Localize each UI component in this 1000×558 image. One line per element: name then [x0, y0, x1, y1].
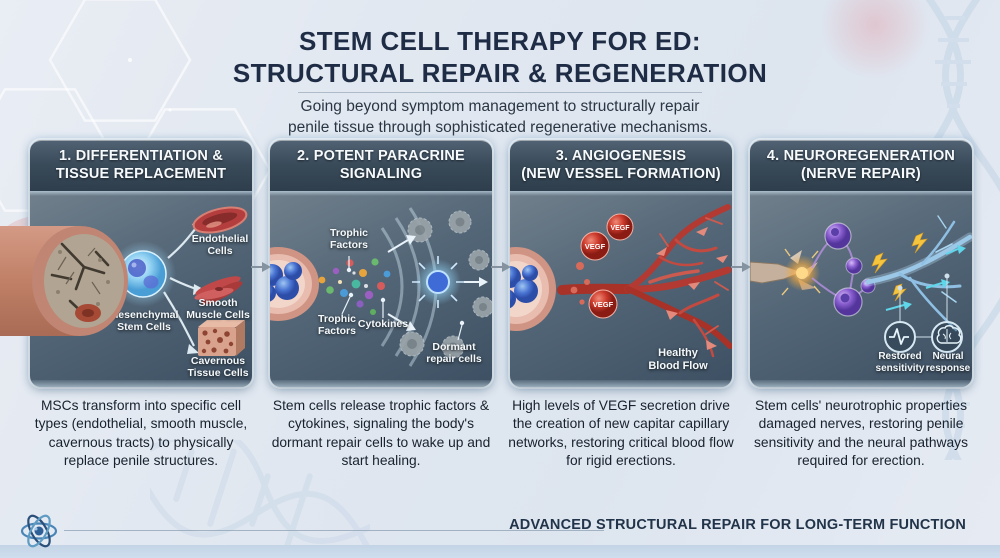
- vegf-text: VEGF: [610, 225, 630, 232]
- page-subtitle: Going beyond symptom management to struc…: [288, 98, 712, 136]
- description-neuroregeneration: Stem cells' neurotrophic properties dama…: [754, 398, 968, 469]
- panel-paracrine-title: 2. POTENT PARACRINE SIGNALING: [270, 140, 492, 191]
- panel-angiogenesis-title: 3. ANGIOGENESIS (NEW VESSEL FORMATION): [510, 140, 732, 191]
- brain-icon: [931, 321, 963, 353]
- signal-arrows: [387, 235, 488, 331]
- flow-arrow-icon: [491, 262, 511, 272]
- vessel-graphic: [510, 247, 556, 331]
- panel-differentiation-title: 1. DIFFERENTIATION & TISSUE REPLACEMENT: [30, 140, 252, 191]
- smooth-muscle-graphic: [194, 276, 243, 305]
- label-cytokines: Cytokines: [357, 318, 409, 330]
- activated-cell-graphic: [412, 256, 464, 308]
- paracrine-scene: [270, 207, 492, 367]
- page-title: STEM CELL THERAPY FOR ED: STRUCTURAL REP…: [232, 26, 768, 88]
- bottom-strip: [0, 545, 1000, 558]
- label-smooth-muscle-cells: Smooth Muscle Cells: [186, 297, 250, 322]
- panel-neuroregeneration: 4. NEUROREGENERATION (NERVE REPAIR): [750, 140, 972, 387]
- label-restored-sensitivity: Restored sensitivity: [875, 351, 925, 374]
- particle-spray: [318, 258, 391, 315]
- footer-tagline: ADVANCED STRUCTURAL REPAIR FOR LONG-TERM…: [509, 517, 966, 533]
- regenerating-cells-graphic: [811, 222, 876, 317]
- panel-differentiation: 1. DIFFERENTIATION & TISSUE REPLACEMENT: [30, 140, 252, 387]
- description-differentiation: MSCs transform into specific cell types …: [34, 398, 248, 469]
- label-cavernous-tissue-cells: Cavernous Tissue Cells: [187, 355, 249, 380]
- vegf-text: VEGF: [585, 242, 606, 251]
- footer-divider-line: [64, 530, 604, 531]
- panel-differentiation-illustration: Mesenchymal Stem Cells Endothelial Cells…: [30, 191, 252, 387]
- panel-neuroregeneration-title: 4. NEUROREGENERATION (NERVE REPAIR): [750, 140, 972, 191]
- label-healthy-blood-flow: Healthy Blood Flow: [648, 347, 708, 372]
- damaged-nerve-graphic: [750, 248, 821, 296]
- description-paracrine: Stem cells release trophic factors & cyt…: [271, 398, 491, 469]
- atom-logo-icon: [20, 514, 58, 548]
- panel-neuroregeneration-illustration: Restored sensitivity Neural response: [750, 191, 972, 387]
- label-neural-response: Neural response: [925, 351, 971, 374]
- panel-paracrine-signaling: 2. POTENT PARACRINE SIGNALING: [270, 140, 492, 387]
- angiogenesis-scene: VEGF VEGF VEGF: [510, 204, 732, 358]
- repaired-nerve-graphic: [863, 215, 972, 332]
- panel-paracrine-illustration: Trophic Factors Trophic Factors Cytokine…: [270, 191, 492, 387]
- flow-arrows: [656, 227, 728, 350]
- label-trophic-factors-top: Trophic Factors: [330, 227, 368, 252]
- panel-angiogenesis: 3. ANGIOGENESIS (NEW VESSEL FORMATION): [510, 140, 732, 387]
- capillary-network: [557, 204, 732, 358]
- dormant-cells-graphic: [399, 210, 492, 359]
- label-trophic-factors-bottom: Trophic Factors: [318, 313, 356, 338]
- label-pointers: [341, 256, 465, 341]
- panel-angiogenesis-illustration: VEGF VEGF VEGF Healthy Blood Flow: [510, 191, 732, 387]
- pulse-icon: [884, 321, 916, 353]
- label-dormant-repair-cells: Dormant repair cells: [426, 341, 482, 366]
- description-angiogenesis: High levels of VEGF secretion drive the …: [508, 398, 734, 469]
- label-endothelial-cells: Endothelial Cells: [191, 233, 249, 258]
- cavernous-tissue-graphic: [198, 320, 245, 356]
- flow-arrow-icon: [731, 262, 751, 272]
- vegf-spheres: VEGF VEGF VEGF: [570, 213, 634, 319]
- title-divider: [298, 92, 702, 93]
- vegf-text: VEGF: [593, 300, 614, 309]
- vessel-graphic: [270, 247, 319, 321]
- flow-arrow-icon: [251, 262, 271, 272]
